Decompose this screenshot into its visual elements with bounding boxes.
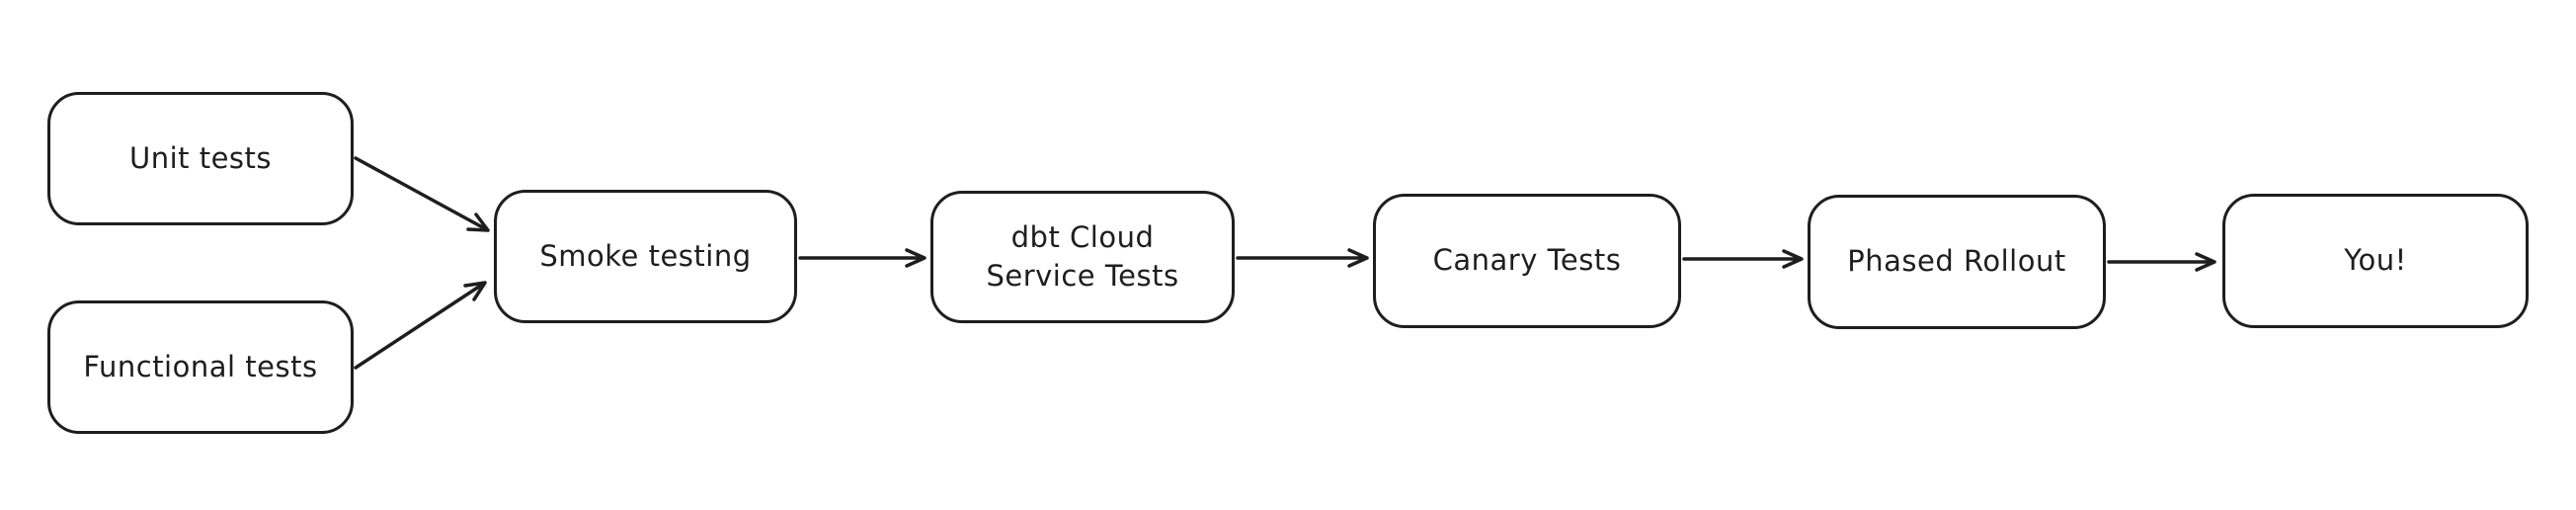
- node-phased-rollout-label: Phased Rollout: [1847, 244, 2066, 279]
- node-dbt-cloud-service-tests-label: dbt Cloud Service Tests: [986, 219, 1179, 293]
- node-unit-tests: Unit tests: [47, 92, 354, 225]
- arrow-smoke-testing-to-dbt-cloud: [798, 248, 926, 268]
- node-canary-tests-label: Canary Tests: [1432, 243, 1622, 278]
- node-you: You!: [2222, 194, 2529, 328]
- arrow-dbt-cloud-to-canary-tests: [1236, 248, 1369, 268]
- node-smoke-testing-label: Smoke testing: [539, 238, 752, 273]
- node-phased-rollout: Phased Rollout: [1808, 195, 2106, 329]
- arrow-canary-tests-to-phased-rollout: [1682, 249, 1804, 269]
- arrow-unit-tests-to-smoke-testing: [354, 156, 490, 232]
- node-you-label: You!: [2344, 243, 2407, 278]
- node-canary-tests: Canary Tests: [1373, 194, 1681, 328]
- node-dbt-cloud-service-tests: dbt Cloud Service Tests: [930, 191, 1235, 323]
- node-functional-tests-label: Functional tests: [83, 349, 318, 383]
- node-functional-tests: Functional tests: [47, 300, 354, 434]
- arrow-functional-tests-to-smoke-testing: [354, 281, 487, 370]
- node-smoke-testing: Smoke testing: [494, 190, 797, 323]
- node-unit-tests-label: Unit tests: [128, 140, 273, 175]
- arrow-phased-rollout-to-you: [2107, 252, 2216, 272]
